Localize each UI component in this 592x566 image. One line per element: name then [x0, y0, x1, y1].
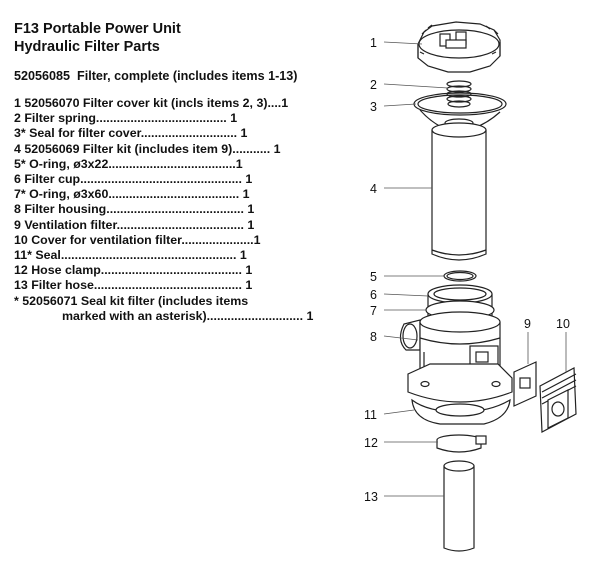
callout-10: 10 [556, 317, 570, 331]
callout-9: 9 [524, 317, 531, 331]
ventilation-filter [513, 361, 537, 407]
part-line-10: 10 Cover for ventilation filter.........… [14, 232, 261, 247]
part-line-9: 9 Ventilation filter....................… [14, 217, 255, 232]
callout-5: 5 [370, 270, 377, 284]
page-subtitle: Hydraulic Filter Parts [14, 39, 160, 55]
complete-filter-line: 52056085 Filter, complete (includes item… [14, 69, 298, 83]
seal-kit-line: * 52056071 Seal kit filter (includes ite… [14, 293, 249, 308]
part-line-12: 12 Hose clamp...........................… [14, 263, 253, 278]
callout-6: 6 [370, 288, 377, 302]
leader-11 [383, 409, 415, 415]
part-line-13: 13 Filter hose..........................… [14, 278, 253, 293]
seal-kit-line-continued: marked with an asterisk)................… [62, 308, 314, 323]
callout-labels: 1 2 3 4 5 6 7 8 9 10 11 12 13 [364, 36, 570, 504]
page-title: F13 Portable Power Unit [14, 21, 181, 37]
callout-8: 8 [370, 330, 377, 344]
small-o-ring [443, 270, 477, 282]
housing-seal [411, 398, 511, 425]
callout-11: 11 [364, 408, 377, 422]
leader-2 [383, 83, 449, 89]
leader-1 [383, 41, 423, 45]
exploded-view-diagram: 1 2 3 4 5 6 7 8 9 10 11 12 13 [350, 0, 592, 566]
part-line-6: 6 Filter cup............................… [14, 172, 253, 187]
parts-list: 1 52056070 Filter cover kit (incls items… [14, 96, 334, 324]
part-line-1: 1 52056070 Filter cover kit (incls items… [14, 96, 289, 110]
part-line-11: 11* Seal................................… [14, 248, 247, 263]
callout-4: 4 [370, 182, 377, 196]
part-line-5: 5* O-ring, ø3x22........................… [14, 156, 243, 171]
callout-13: 13 [364, 490, 378, 504]
callout-3: 3 [370, 100, 377, 114]
leader-8 [383, 335, 419, 341]
exploded-view-svg: 1 2 3 4 5 6 7 8 9 10 11 12 13 [364, 21, 577, 552]
filter-hose [443, 460, 475, 552]
leader-3 [383, 103, 417, 107]
filter-housing [399, 311, 513, 403]
filter-element [431, 122, 487, 261]
callout-1: 1 [370, 36, 377, 50]
ventilation-filter-cover [539, 367, 577, 433]
part-line-3: 3* Seal for filter cover................… [14, 126, 248, 141]
parts-list-panel: F13 Portable Power Unit Hydraulic Filter… [14, 20, 334, 324]
part-line-7: 7* O-ring, ø3x60........................… [14, 187, 250, 202]
filter-spring [446, 80, 472, 108]
callout-7: 7 [370, 304, 377, 318]
hose-clamp [436, 434, 487, 453]
part-line-2: 2 Filter spring.........................… [14, 111, 238, 126]
part-line-4: 4 52056069 Filter kit (includes item 9).… [14, 141, 281, 156]
filter-cover [417, 21, 501, 73]
callout-2: 2 [370, 78, 377, 92]
callout-leader-lines [383, 41, 567, 497]
leader-6 [383, 293, 429, 297]
callout-12: 12 [364, 436, 378, 450]
part-line-8: 8 Filter housing........................… [14, 202, 255, 217]
